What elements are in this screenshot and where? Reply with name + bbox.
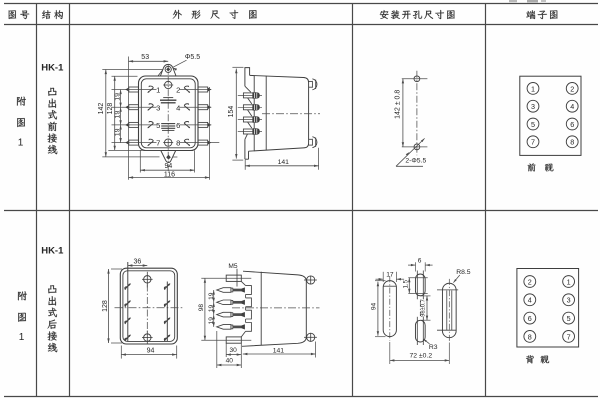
svg-text:HK-1: HK-1 [41, 245, 64, 256]
svg-text:6: 6 [176, 121, 180, 130]
svg-text:1: 1 [156, 86, 160, 95]
svg-text:M5: M5 [228, 263, 237, 270]
svg-text:3: 3 [567, 296, 571, 305]
svg-text:19: 19 [208, 317, 215, 325]
svg-text:94: 94 [165, 163, 173, 170]
svg-text:8: 8 [570, 138, 574, 147]
svg-text:154: 154 [228, 106, 235, 118]
svg-text:6: 6 [528, 314, 532, 323]
svg-text:19: 19 [114, 128, 121, 136]
svg-text:94: 94 [147, 347, 155, 354]
svg-text:36: 36 [134, 258, 142, 265]
svg-text:2: 2 [176, 86, 180, 95]
svg-text:5: 5 [531, 120, 535, 129]
svg-text:1: 1 [18, 137, 24, 148]
svg-text:98±0.7: 98±0.7 [420, 299, 426, 317]
svg-text:5: 5 [567, 314, 571, 323]
svg-text:4: 4 [570, 102, 574, 111]
svg-text:72 ±0.2: 72 ±0.2 [409, 353, 432, 360]
svg-text:40: 40 [226, 357, 234, 364]
svg-text:4: 4 [528, 296, 532, 305]
svg-text:R8.5: R8.5 [456, 269, 471, 276]
svg-text:6: 6 [418, 258, 422, 265]
svg-text:2: 2 [570, 84, 574, 93]
svg-text:19: 19 [114, 93, 121, 101]
svg-text:R3: R3 [429, 344, 438, 351]
svg-text:2-Φ5.5: 2-Φ5.5 [405, 157, 426, 164]
svg-text:142 ± 0.8: 142 ± 0.8 [394, 90, 401, 119]
svg-text:1: 1 [567, 277, 571, 286]
svg-text:HK-1: HK-1 [41, 63, 64, 74]
svg-text:Φ5.5: Φ5.5 [185, 54, 200, 61]
svg-text:1.5: 1.5 [403, 279, 410, 288]
svg-text:128: 128 [107, 103, 114, 115]
svg-text:8: 8 [176, 139, 180, 148]
svg-text:19: 19 [114, 111, 121, 119]
svg-text:7: 7 [567, 332, 571, 341]
svg-text:3: 3 [531, 102, 535, 111]
svg-text:94: 94 [370, 303, 377, 311]
svg-text:5: 5 [156, 121, 160, 130]
svg-text:4: 4 [176, 103, 180, 112]
svg-text:19: 19 [208, 305, 215, 313]
svg-text:142: 142 [98, 103, 105, 115]
svg-text:7: 7 [156, 139, 160, 148]
svg-text:8: 8 [528, 332, 532, 341]
svg-text:6: 6 [570, 120, 574, 129]
svg-text:141: 141 [273, 348, 285, 355]
svg-text:116: 116 [164, 171, 175, 178]
svg-text:30: 30 [230, 347, 238, 354]
svg-text:3: 3 [156, 103, 160, 112]
svg-text:7: 7 [531, 138, 535, 147]
svg-text:1: 1 [531, 84, 535, 93]
svg-text:98: 98 [198, 304, 205, 312]
svg-text:53: 53 [141, 54, 149, 61]
svg-text:141: 141 [278, 159, 290, 166]
svg-text:17: 17 [386, 271, 394, 278]
svg-text:2: 2 [528, 277, 532, 286]
svg-text:1: 1 [19, 332, 25, 343]
svg-text:19: 19 [208, 292, 215, 300]
svg-text:128: 128 [102, 300, 109, 312]
